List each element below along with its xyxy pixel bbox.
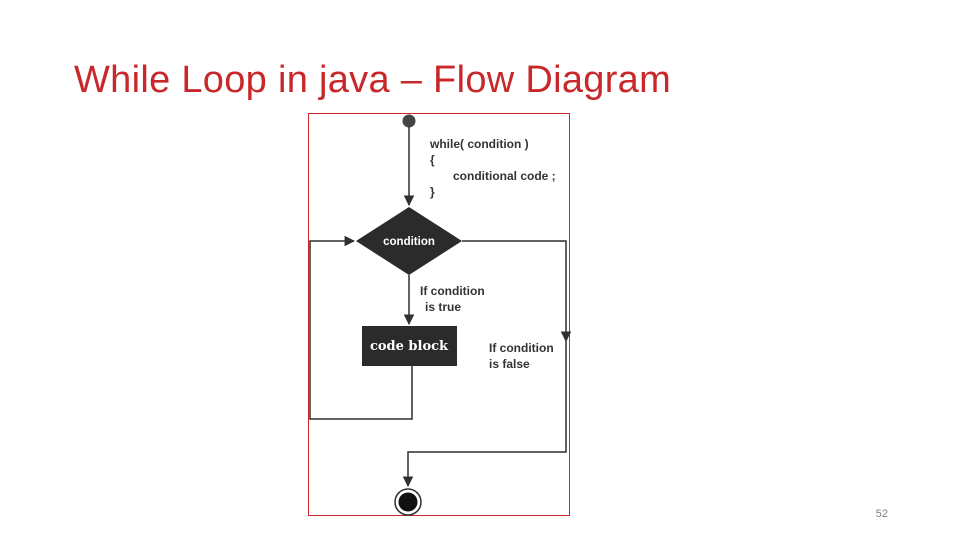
code-line-open-brace: { (430, 153, 435, 167)
edge-false-to-end (402, 341, 567, 488)
true-branch-label-line1: If condition (420, 284, 485, 298)
code-snippet: while( condition ) { conditional code ; … (429, 137, 556, 199)
condition-node (356, 207, 462, 275)
false-branch-label-line2: is false (489, 357, 530, 371)
diagram-frame (308, 113, 570, 516)
code-line-while: while( condition ) (429, 137, 529, 151)
edge-condition-false (462, 240, 572, 343)
code-line-close-brace: } (430, 185, 435, 199)
condition-node-label: condition (383, 236, 435, 248)
start-node (402, 114, 416, 128)
code-block-node (362, 326, 457, 366)
code-line-body: conditional code ; (453, 169, 556, 183)
edge-code-block-loop-back (309, 235, 413, 420)
true-branch-label-line2: is true (425, 300, 461, 314)
false-branch-label-line1: If condition (489, 341, 554, 355)
slide-title: While Loop in java – Flow Diagram (74, 59, 672, 101)
end-node (394, 488, 422, 516)
page-number: 52 (875, 508, 888, 520)
code-block-node-label: code block (370, 339, 449, 354)
